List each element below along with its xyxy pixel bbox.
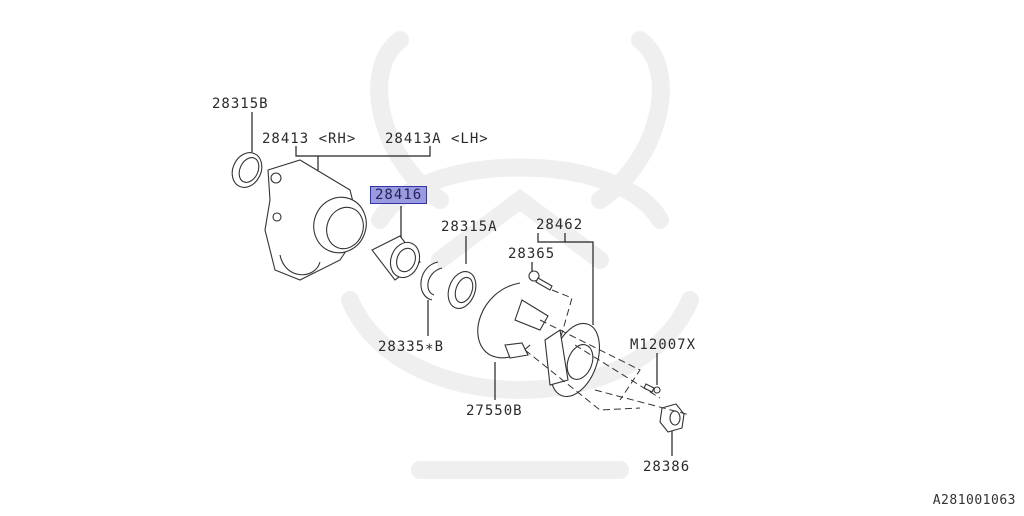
part-label-28365[interactable]: 28365 — [508, 246, 556, 262]
part-label-28413a-lh[interactable]: 28413A <LH> — [385, 131, 489, 147]
nut-28386 — [659, 403, 685, 433]
screw-m12007x — [643, 383, 661, 394]
leader-lines — [251, 112, 673, 456]
part-label-28335b[interactable]: 28335∗B — [378, 339, 445, 355]
bearing-28416 — [371, 235, 421, 281]
assembly-lines — [524, 289, 691, 416]
part-label-m12007x[interactable]: M12007X — [630, 337, 697, 353]
part-label-28315a[interactable]: 28315A — [441, 219, 498, 235]
snap-ring-28335b — [420, 261, 443, 301]
part-label-28413-rh[interactable]: 28413 <RH> — [262, 131, 357, 147]
seal-28315a — [447, 271, 477, 309]
part-label-28462[interactable]: 28462 — [536, 217, 584, 233]
hub-28462 — [544, 322, 600, 398]
tone-wheel-27550b — [477, 282, 549, 359]
part-label-27550b[interactable]: 27550B — [466, 403, 523, 419]
bolt-28365 — [528, 270, 553, 291]
housing-28413 — [264, 159, 367, 281]
part-label-28416-highlighted[interactable]: 28416 — [370, 186, 428, 204]
part-label-28386[interactable]: 28386 — [643, 459, 691, 475]
seal-28315b — [231, 152, 263, 188]
part-label-28315b[interactable]: 28315B — [212, 96, 269, 112]
diagram-reference-code: A281001063 — [932, 493, 1016, 508]
